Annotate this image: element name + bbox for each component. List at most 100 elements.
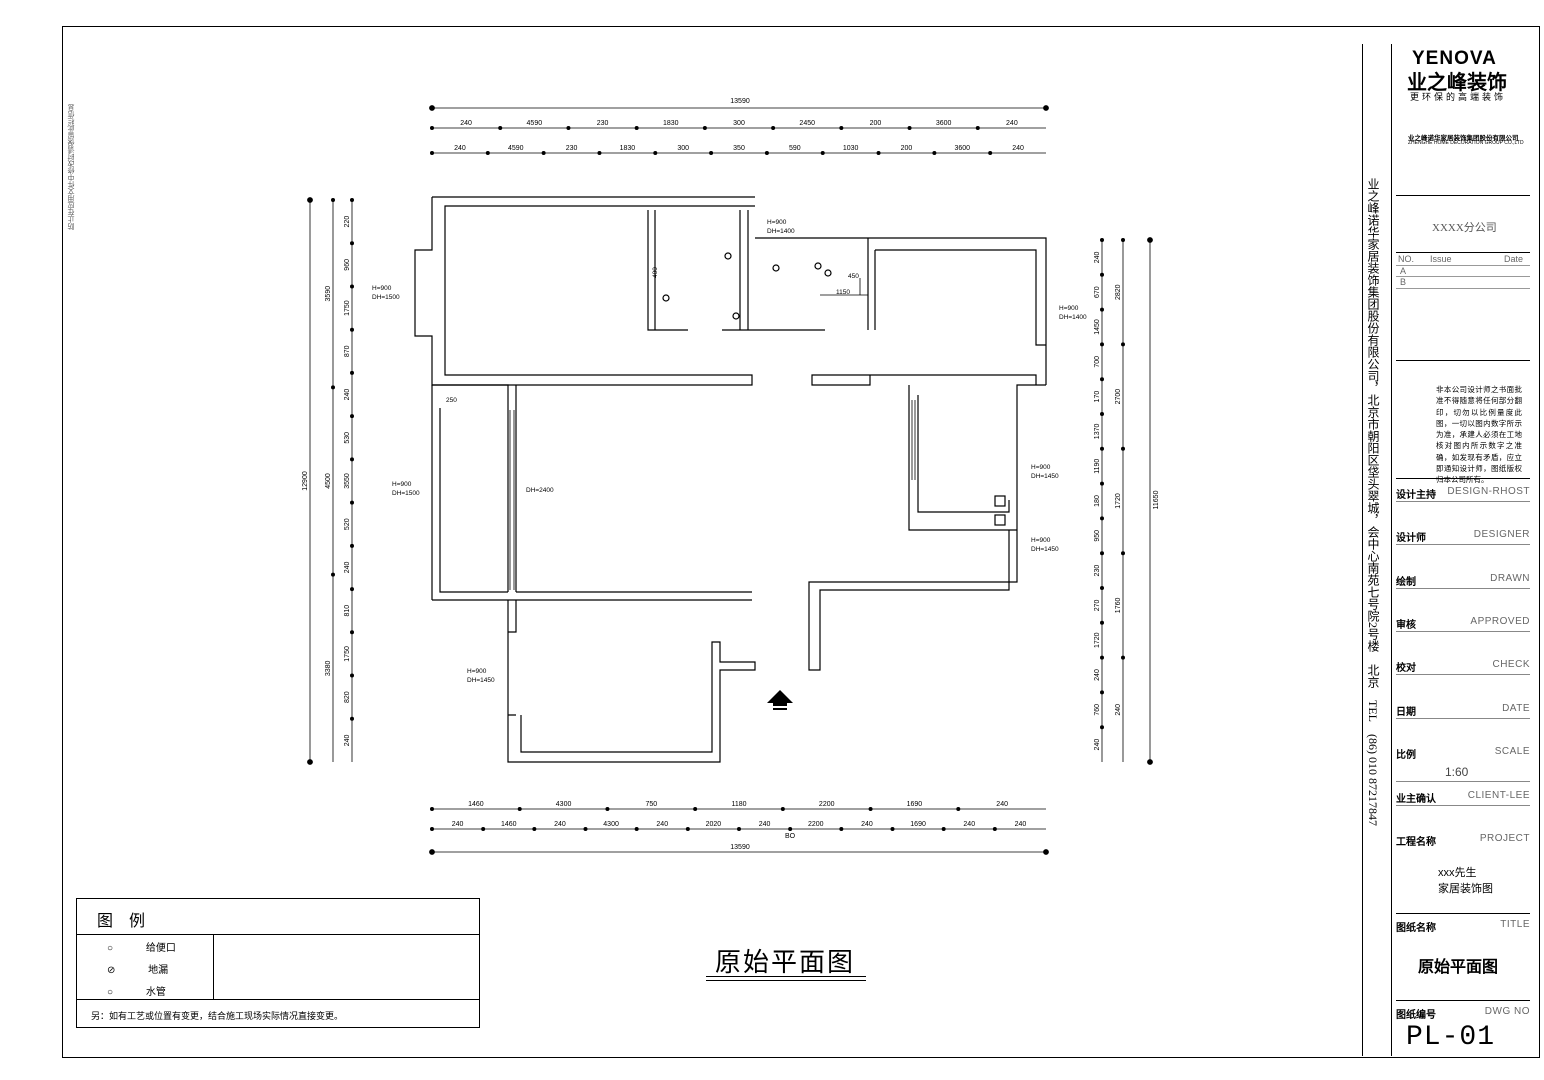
tag-left-bottom-dh: DH=1450	[467, 677, 495, 684]
dimension-label: 240	[344, 389, 351, 401]
dimension-label: 240	[996, 801, 1008, 808]
dimension-tick	[1100, 238, 1104, 242]
dimension-label: 240	[1115, 704, 1122, 716]
dimension-label: 240	[1015, 821, 1027, 828]
dimension-label: 240	[1094, 739, 1101, 751]
dimension-label: 180	[1094, 495, 1101, 507]
dimension-label: 170	[1094, 391, 1101, 403]
dimension-tick	[350, 284, 354, 289]
brand-slogan: 更环保的高端装饰	[1410, 92, 1507, 102]
dimension-label: 1750	[344, 646, 351, 662]
dimension-label: 240	[344, 734, 351, 746]
dimension-tick	[868, 807, 873, 811]
brand-logo-cn: 业之峰装饰	[1407, 72, 1507, 94]
dimension-label: 1690	[907, 801, 923, 808]
dimension-tick	[780, 807, 785, 811]
tag-left-window-dh: DH=1500	[372, 294, 400, 301]
tag-right-2-dh: DH=1450	[1031, 546, 1059, 553]
dimension-tick	[331, 572, 335, 577]
tag-right-window-dh: DH=1400	[1059, 314, 1087, 321]
dimension-tick	[350, 587, 354, 592]
dimension-label: 350	[733, 145, 745, 152]
dimension-label: 230	[566, 145, 578, 152]
dim-right-inner: 2406701450700170137011901809502302701720…	[1094, 238, 1104, 750]
issue-no-header: NO.	[1398, 254, 1415, 264]
dimension-label: 3600	[954, 145, 970, 152]
tag-left-bay-h: H=900	[392, 481, 412, 488]
dim-left-inner: 2209601750870240530355052024081017508202…	[344, 198, 354, 746]
dimension-tick	[1100, 412, 1104, 416]
dimension-tick	[1100, 551, 1104, 556]
page-title: 原始平面图	[715, 948, 856, 977]
dimension-tick	[430, 807, 434, 811]
dimension-tick	[350, 500, 354, 505]
dimension-tick	[350, 630, 354, 635]
tag-kitchen-1150: 1150	[836, 289, 850, 296]
project-name-2: 家居装饰图	[1438, 883, 1493, 895]
dimension-label: 590	[789, 145, 801, 152]
dimension-tick	[1121, 551, 1125, 556]
tag-left-window-h: H=900	[372, 285, 392, 292]
dimension-tick	[350, 457, 354, 462]
dimension-label: 2820	[1115, 284, 1122, 300]
dimension-tick	[331, 385, 335, 390]
dimension-tick	[839, 827, 844, 831]
dimension-tick	[350, 543, 354, 548]
issue-table: NO. Issue Date A B	[1396, 252, 1530, 361]
dimension-tick	[890, 827, 895, 831]
dimension-label: 750	[645, 801, 657, 808]
dimension-tick	[532, 827, 537, 831]
dimension-label: 1190	[1094, 459, 1101, 474]
dimension-tick	[1121, 446, 1125, 451]
dimension-tick	[485, 151, 490, 155]
dimension-label: 240	[861, 821, 873, 828]
company-vertical-text: 业之峰诺华家居装饰集团股份有限公司，北京市朝阳区垡头翠城，会中心南苑七号院2号楼…	[1366, 178, 1380, 826]
dimension-tick	[992, 827, 997, 831]
dim-top-total: 13590	[730, 98, 750, 105]
branch-name: XXXX分公司	[1432, 222, 1497, 234]
dimension-tick	[1100, 725, 1104, 730]
dimension-tick	[1100, 342, 1104, 347]
dimension-tick	[350, 673, 354, 678]
dimension-tick	[1121, 342, 1125, 347]
notice-text: 非本公司设计师之书面批准不得随意将任何部分翻印，切勿以比例量度此图，一切以图内数…	[1436, 385, 1522, 485]
dimension-label: 240	[452, 821, 464, 828]
dimension-label: 4590	[527, 120, 543, 127]
dimension-label: 4500	[325, 473, 332, 489]
tag-top-bath-h: H=900	[767, 219, 787, 226]
dimension-label: 4590	[508, 145, 524, 152]
dimension-tick	[1121, 238, 1125, 242]
dimension-label: 1180	[731, 801, 746, 808]
dimension-tick	[1100, 516, 1104, 521]
dimension-label: 240	[963, 821, 975, 828]
drawing-name: 原始平面图	[1418, 959, 1499, 976]
dimension-label: 960	[344, 259, 351, 271]
dimension-label: 1030	[843, 145, 859, 152]
dimension-label: 300	[733, 120, 745, 127]
dimension-tick	[693, 807, 698, 811]
dimension-label: 2700	[1115, 389, 1122, 405]
legend-title: 图 例	[97, 913, 146, 930]
scale-value: 1:60	[1445, 765, 1469, 779]
tag-living-door: DH=2400	[526, 487, 554, 494]
tag-top-bath-dh: DH=1400	[767, 228, 795, 235]
tag-right-window-h: H=900	[1059, 305, 1079, 312]
dimension-tick	[350, 198, 354, 202]
legend-label: 地漏	[148, 965, 169, 976]
issue-header: Issue	[1430, 254, 1452, 264]
dimension-label: 870	[344, 345, 351, 357]
dimension-tick	[653, 151, 658, 155]
dimension-label: 530	[344, 432, 351, 444]
dimension-label: 240	[1094, 251, 1101, 263]
dimension-label: 240	[460, 120, 472, 127]
dimension-tick	[788, 827, 793, 831]
entrance-arrow-icon	[767, 690, 793, 703]
dimension-tick	[764, 151, 769, 155]
tag-right-1-dh: DH=1450	[1031, 473, 1059, 480]
dimension-tick	[1100, 655, 1104, 660]
dimension-label: 1460	[501, 821, 517, 828]
